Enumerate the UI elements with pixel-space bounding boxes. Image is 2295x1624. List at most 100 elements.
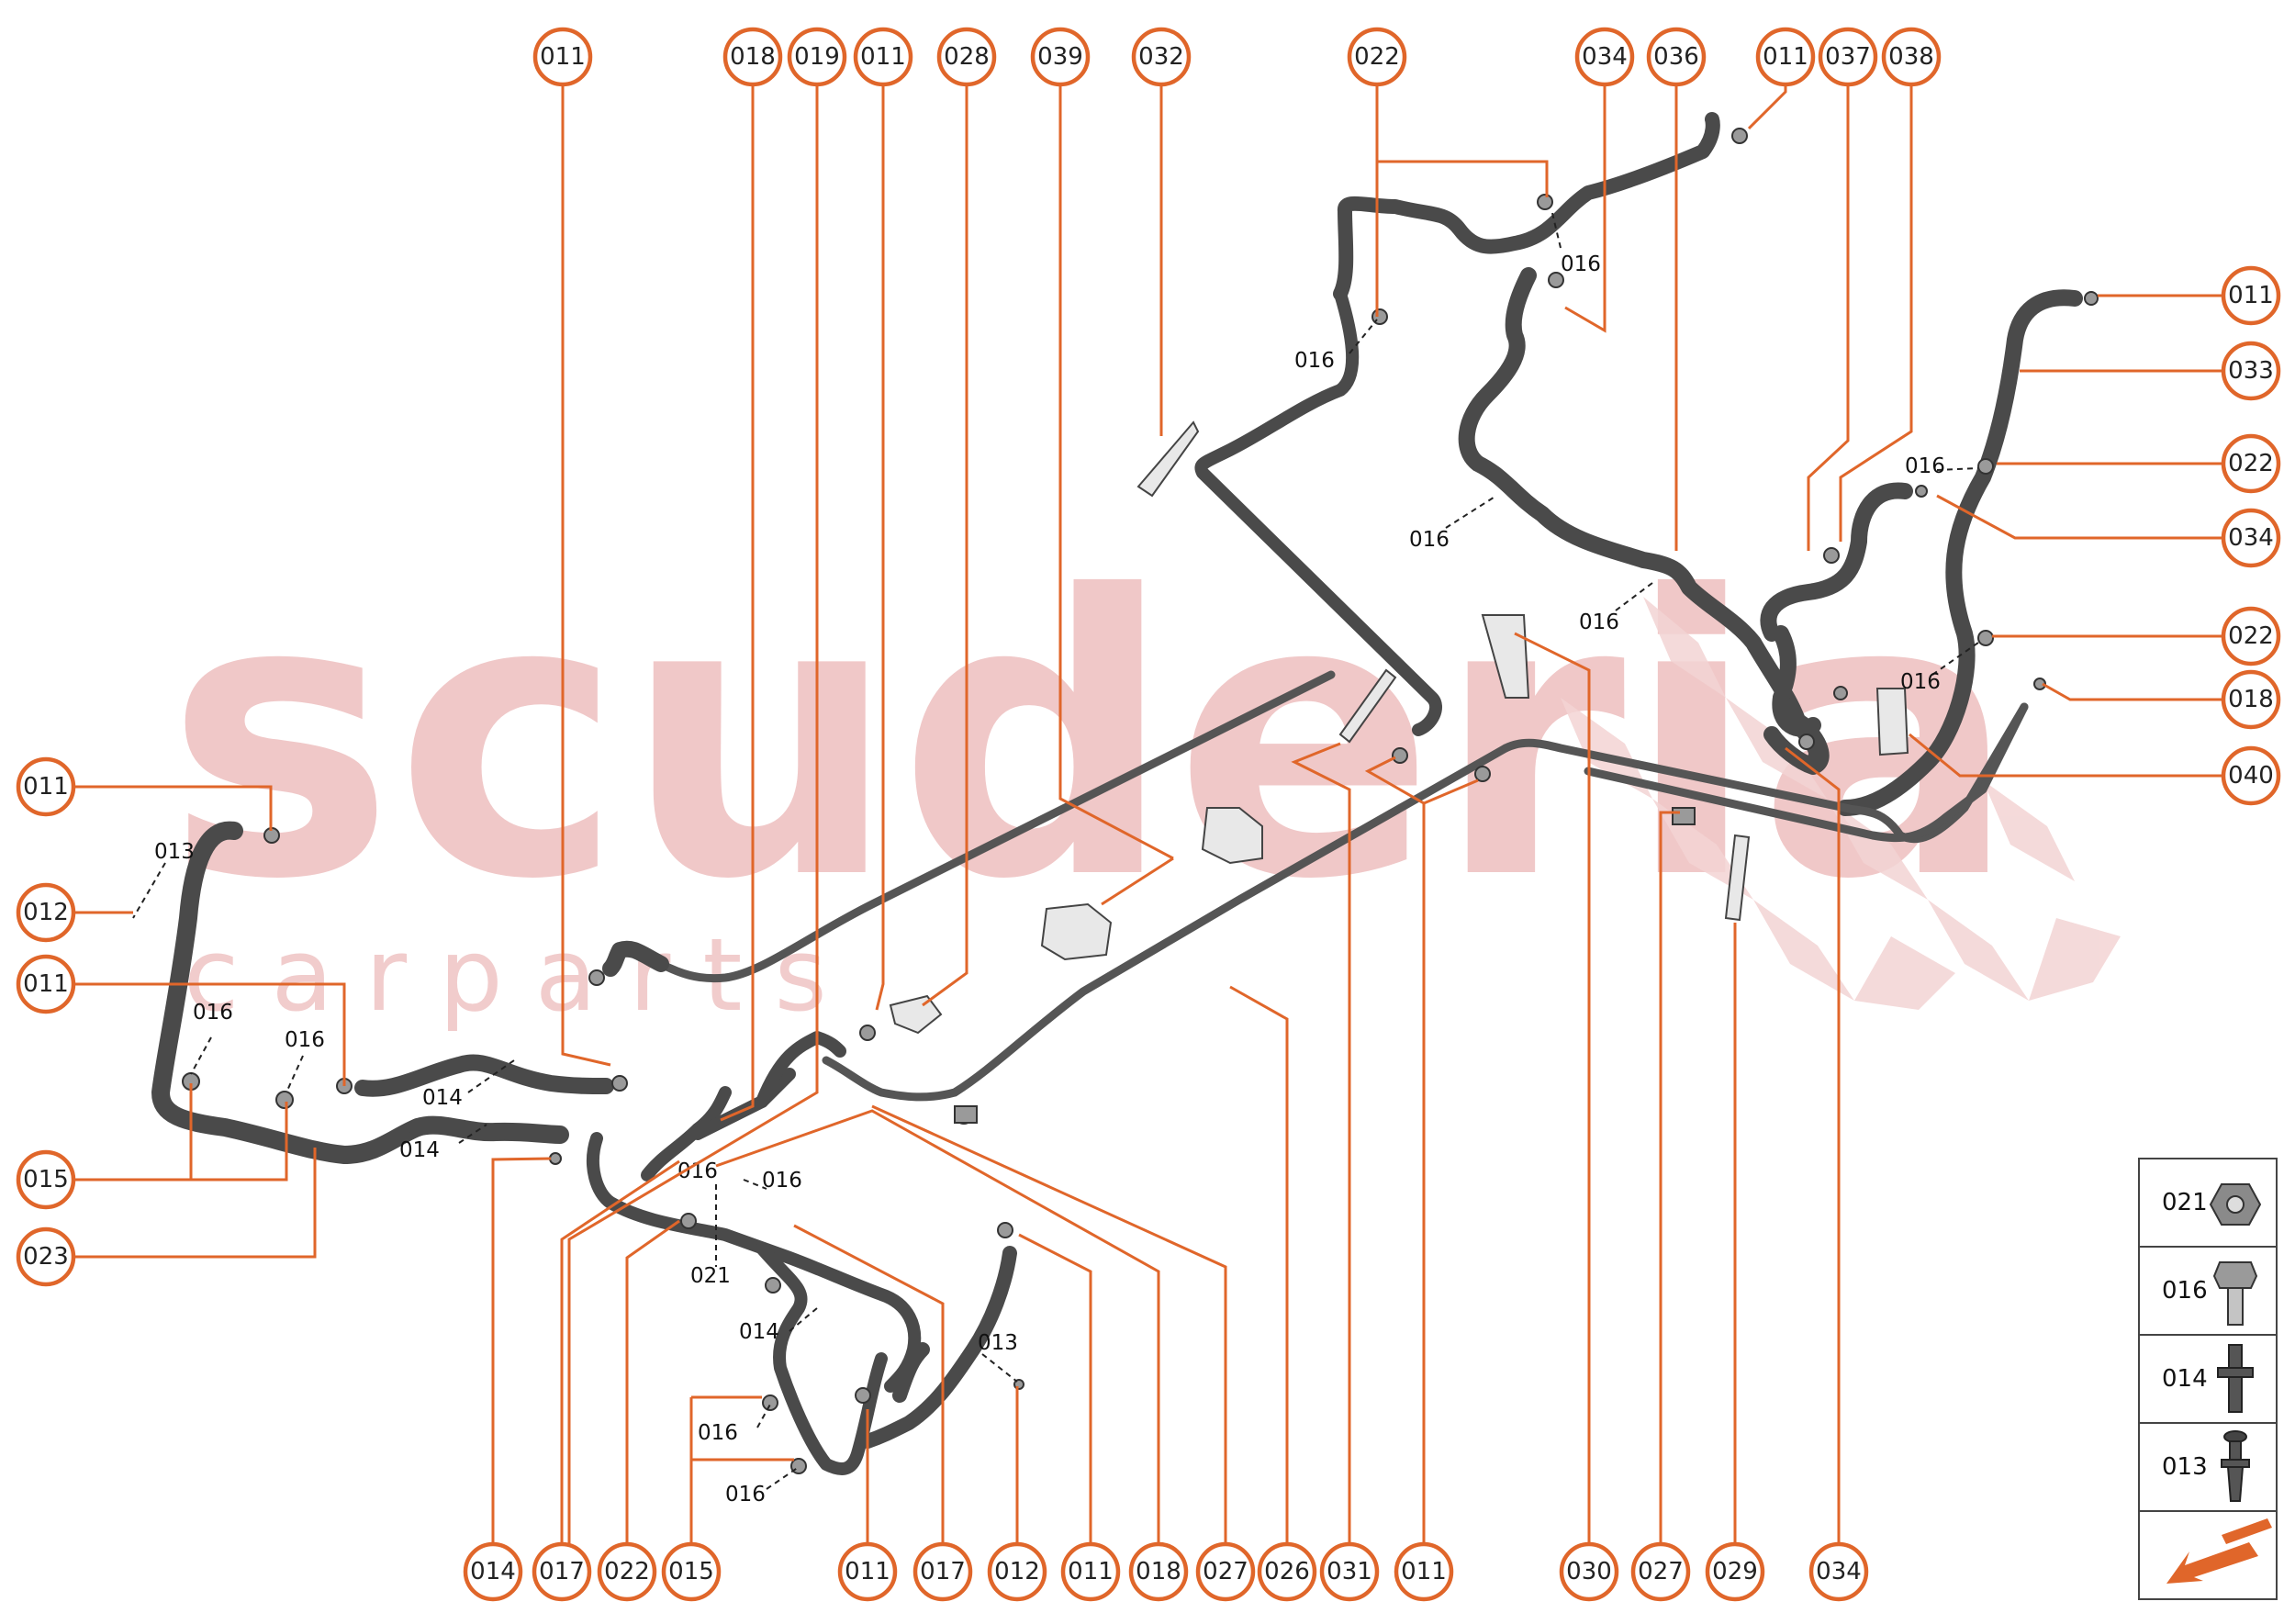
upper-left-hose <box>354 1054 614 1097</box>
svg-text:011: 011 <box>23 970 69 998</box>
clip-icon <box>859 1025 876 1041</box>
callout-bottom-11[interactable]: 031 <box>1319 1541 1380 1602</box>
label-016c: 016 <box>1294 349 1335 373</box>
svg-text:026: 026 <box>1264 1558 1310 1585</box>
top-coolant-hose <box>1333 112 1720 301</box>
callout-right-0[interactable]: 011 <box>2221 265 2281 326</box>
legend-row-014: 014 <box>2162 1344 2254 1413</box>
clip-icon <box>1731 128 1748 144</box>
callout-right-5[interactable]: 018 <box>2221 669 2281 730</box>
holder-039b <box>1040 902 1113 961</box>
svg-text:038: 038 <box>1888 43 1934 71</box>
callout-right-2[interactable]: 022 <box>2221 433 2281 494</box>
callout-bottom-10[interactable]: 026 <box>1257 1541 1317 1602</box>
svg-text:015: 015 <box>668 1558 714 1585</box>
holder-039a <box>1201 807 1263 865</box>
callout-bottom-7[interactable]: 011 <box>1060 1541 1121 1602</box>
callout-bottom-2[interactable]: 022 <box>597 1541 657 1602</box>
svg-text:012: 012 <box>994 1558 1040 1585</box>
nut-icon <box>2209 1183 2262 1226</box>
svg-text:023: 023 <box>23 1243 69 1271</box>
callout-bottom-8[interactable]: 018 <box>1128 1541 1189 1602</box>
callout-top-0[interactable]: 011 <box>532 27 593 87</box>
callout-left-3[interactable]: 015 <box>16 1149 76 1210</box>
svg-text:018: 018 <box>1136 1558 1181 1585</box>
callout-left-0[interactable]: 011 <box>16 756 76 817</box>
callout-top-5[interactable]: 039 <box>1030 27 1091 87</box>
callout-right-3[interactable]: 034 <box>2221 508 2281 568</box>
label-016d: 016 <box>1561 252 1601 276</box>
clip-icon <box>1823 547 1840 564</box>
clip-icon <box>549 1152 562 1165</box>
callout-top-12[interactable]: 038 <box>1881 27 1942 87</box>
callout-top-8[interactable]: 034 <box>1574 27 1635 87</box>
clip-icon <box>997 1222 1013 1238</box>
callout-bottom-16[interactable]: 034 <box>1808 1541 1869 1602</box>
legend-row-016: 016 <box>2162 1261 2258 1326</box>
svg-text:011: 011 <box>845 1558 890 1585</box>
callout-top-4[interactable]: 028 <box>936 27 997 87</box>
svg-text:011: 011 <box>1068 1558 1114 1585</box>
callout-right-4[interactable]: 022 <box>2221 606 2281 666</box>
callout-left-4[interactable]: 023 <box>16 1226 76 1287</box>
push-rivet-icon <box>2221 1430 2250 1502</box>
legend-row-013: 013 <box>2162 1430 2250 1502</box>
lower-right-hose <box>860 1246 1017 1449</box>
callout-bottom-3[interactable]: 015 <box>661 1541 722 1602</box>
callout-bottom-6[interactable]: 012 <box>987 1541 1047 1602</box>
callout-bottom-0[interactable]: 014 <box>463 1541 523 1602</box>
bracket-040 <box>1875 688 1909 756</box>
label-016g: 016 <box>1905 454 1945 478</box>
callout-top-7[interactable]: 022 <box>1347 27 1407 87</box>
callout-top-2[interactable]: 019 <box>787 27 847 87</box>
callout-bottom-14[interactable]: 027 <box>1630 1541 1691 1602</box>
callout-top-6[interactable]: 032 <box>1131 27 1192 87</box>
left-callouts: 011 012 011 015 023 <box>16 756 76 1287</box>
callout-top-3[interactable]: 011 <box>853 27 913 87</box>
svg-text:017: 017 <box>539 1558 585 1585</box>
callout-bottom-15[interactable]: 029 <box>1705 1541 1765 1602</box>
svg-text:037: 037 <box>1825 43 1871 71</box>
svg-text:015: 015 <box>23 1166 69 1193</box>
svg-text:012: 012 <box>23 899 69 926</box>
svg-text:034: 034 <box>1582 43 1628 71</box>
svg-text:028: 028 <box>944 43 990 71</box>
upper-long-pipe <box>656 670 1336 983</box>
callout-bottom-12[interactable]: 011 <box>1394 1541 1454 1602</box>
svg-text:029: 029 <box>1712 1558 1758 1585</box>
clip-icon <box>1977 630 1994 646</box>
svg-text:011: 011 <box>2228 282 2274 309</box>
svg-text:022: 022 <box>604 1558 650 1585</box>
inline-labels: 013 016 016 014 014 016 016 016 016 016 … <box>154 252 1945 1506</box>
callout-right-6[interactable]: 040 <box>2221 745 2281 806</box>
callout-top-1[interactable]: 018 <box>722 27 783 87</box>
callout-left-2[interactable]: 011 <box>16 954 76 1014</box>
callout-bottom-4[interactable]: 011 <box>837 1541 898 1602</box>
callout-top-10[interactable]: 011 <box>1755 27 1816 87</box>
upper-long-hose-end <box>602 940 669 977</box>
right-pipe-run <box>1501 702 2029 844</box>
callout-bottom-1[interactable]: 017 <box>532 1541 592 1602</box>
clip-icon <box>1672 807 1696 825</box>
svg-text:022: 022 <box>2228 450 2274 477</box>
label-013a: 013 <box>154 840 195 864</box>
brackets <box>889 420 1909 1035</box>
label-014c: 014 <box>739 1320 779 1344</box>
clip-icon <box>765 1277 781 1294</box>
callout-top-11[interactable]: 037 <box>1818 27 1878 87</box>
label-016b: 016 <box>285 1028 325 1052</box>
clip-icon <box>611 1075 628 1092</box>
svg-text:039: 039 <box>1037 43 1083 71</box>
callout-bottom-13[interactable]: 030 <box>1559 1541 1619 1602</box>
callout-bottom-5[interactable]: 017 <box>912 1541 973 1602</box>
label-013b: 013 <box>978 1331 1018 1355</box>
callout-left-1[interactable]: 012 <box>16 882 76 943</box>
callout-right-1[interactable]: 033 <box>2221 341 2281 401</box>
callout-top-9[interactable]: 036 <box>1646 27 1707 87</box>
clip-icon <box>954 1105 978 1124</box>
callout-bottom-9[interactable]: 027 <box>1195 1541 1256 1602</box>
svg-text:022: 022 <box>2228 622 2274 650</box>
svg-text:017: 017 <box>920 1558 966 1585</box>
clip-icon <box>1537 194 1553 210</box>
